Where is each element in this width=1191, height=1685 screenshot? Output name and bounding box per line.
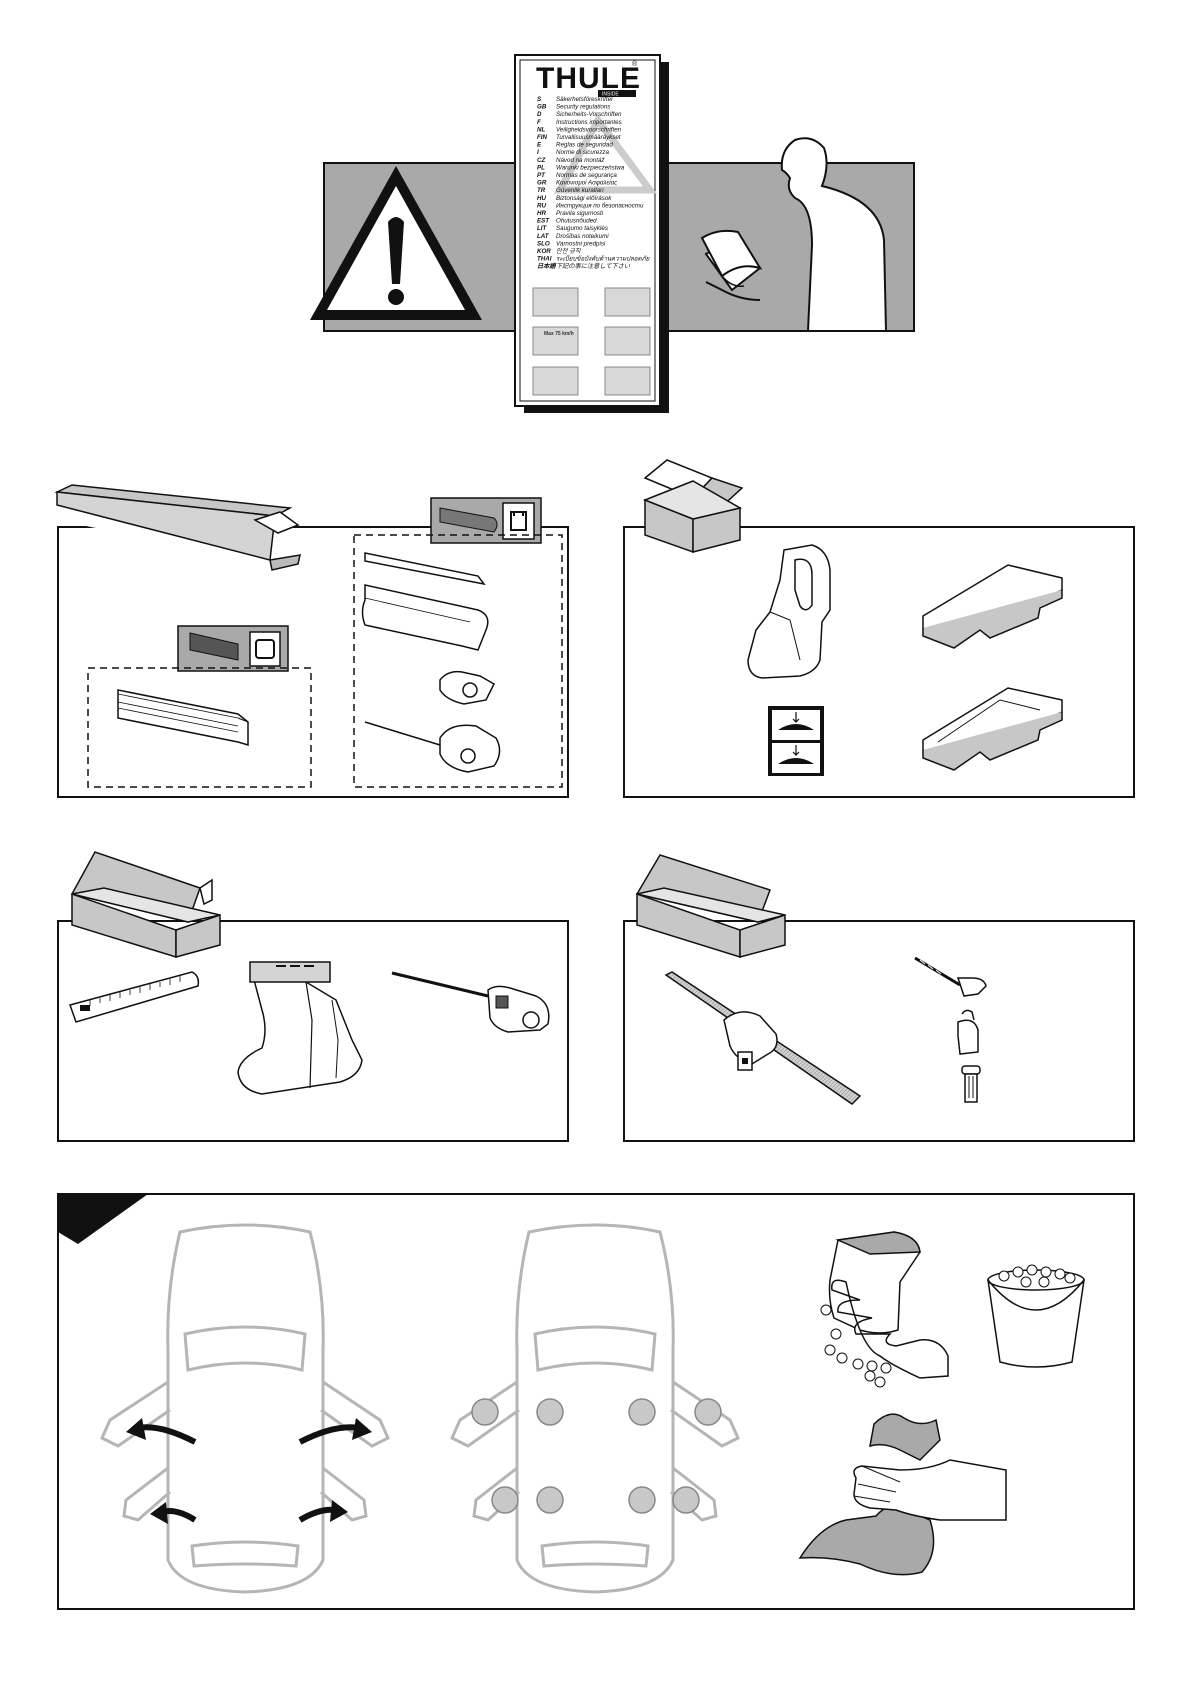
language-title: Säkerhetsföreskrifter	[556, 96, 614, 103]
person-reading-manual-icon	[700, 137, 888, 332]
language-code: CZ	[537, 157, 545, 164]
language-code: KOR	[537, 248, 551, 255]
language-title: Sicherheits-Vorschriften	[556, 111, 622, 118]
language-code: 日本語	[537, 262, 557, 270]
language-title: Reglas de seguridad	[556, 142, 613, 149]
tool-icon	[391, 971, 550, 1033]
step-corner-marker	[58, 1194, 148, 1244]
language-title: Turvallisuusmääräykset	[556, 134, 621, 141]
language-title: Varnostni predpisi	[556, 240, 606, 247]
language-code: F	[537, 119, 541, 126]
language-code: I	[537, 149, 539, 156]
panel-feet-kit	[57, 851, 569, 1142]
contact-point-circles	[471, 1398, 722, 1514]
language-title: Saugumo taisyklės	[556, 225, 608, 232]
water-bucket-icon	[987, 1264, 1085, 1368]
language-title: Biztonsági előírások	[556, 195, 612, 202]
wing-profile-bar-icon	[353, 497, 563, 788]
language-code: EST	[537, 218, 550, 225]
language-title: Security regulations	[556, 104, 610, 111]
language-code: LAT	[537, 233, 550, 240]
registered-mark: ®	[632, 60, 638, 68]
pictogram-sticker-icon	[768, 706, 824, 776]
booklet-warning-watermark	[554, 113, 657, 194]
foot-icon	[237, 961, 363, 1095]
bar-box-icon	[54, 484, 301, 571]
language-title: Κανονισμοί Ασφαλείας	[556, 180, 617, 187]
square-profile-bar-icon	[87, 625, 312, 788]
foot-pad-icon	[747, 544, 831, 679]
measuring-tape-icon	[69, 971, 200, 1023]
clean-with-soap-icon	[820, 1231, 949, 1388]
language-title: Güvenlik kuralları	[556, 187, 604, 194]
language-title: Ohutusnõuded	[556, 218, 597, 225]
language-title: Normas de segurança	[556, 172, 617, 179]
language-code: RU	[537, 202, 546, 209]
language-title: Veiligheidsvoorschriften	[556, 126, 622, 133]
warning-triangle-icon	[310, 166, 482, 320]
language-code: S	[537, 96, 542, 103]
language-code: NL	[537, 126, 545, 133]
language-code: SLO	[537, 240, 550, 247]
parts-box-long-icon	[70, 851, 221, 959]
language-title: Instructions importantes	[556, 119, 622, 126]
language-code: HU	[537, 195, 546, 202]
booklet-thumbnails	[532, 287, 651, 396]
arrow-heads	[126, 1418, 372, 1524]
language-code: LIT	[537, 225, 547, 232]
language-title: Warunki bezpieczeństwa	[556, 164, 625, 171]
parts-box-icon	[642, 459, 744, 554]
dry-with-cloth-icon	[798, 1413, 1007, 1576]
language-title: Pravila sigurnosti	[556, 210, 604, 217]
parts-box-long-icon	[635, 854, 786, 959]
thule-logo: THULE	[536, 62, 641, 95]
booklet-speed-label: Max 75 km/h	[544, 331, 574, 337]
cap-icon	[961, 1065, 981, 1103]
language-title: 안전 규칙	[556, 247, 582, 255]
language-title: 下記の事に注意して下さい	[556, 262, 631, 270]
language-code: PL	[537, 164, 545, 171]
fit-kit-bar-icon	[664, 971, 862, 1105]
language-code: HR	[537, 210, 546, 217]
panel-prepare-car	[57, 1193, 1135, 1610]
language-title: Norme di sicurezza	[556, 149, 610, 156]
rubber-pad-bottom-icon	[922, 687, 1063, 771]
language-title: Инструкция по безопасности	[556, 202, 644, 209]
clamp-icon	[957, 1009, 979, 1055]
panel-fit-kit	[623, 854, 1135, 1142]
panel-foot-pads	[623, 459, 1135, 798]
language-code: FIN	[537, 134, 547, 141]
language-code: E	[537, 142, 542, 149]
language-title: Návod na montáž	[556, 157, 605, 164]
language-title: Drošības noteikumi	[556, 233, 609, 240]
language-code: PT	[537, 172, 546, 179]
bolt-icon	[914, 956, 987, 997]
language-code: THAI	[537, 256, 552, 263]
language-code: GB	[537, 104, 547, 111]
brand-subtitle: INSIDE	[602, 92, 619, 98]
language-code: GR	[537, 180, 547, 187]
rubber-pad-top-icon	[922, 564, 1063, 649]
language-title: ระเบียบข้อบังคับด้านความปลอดภัย	[556, 255, 650, 263]
panel-load-bars	[54, 484, 569, 798]
language-code: TR	[537, 187, 546, 194]
language-code: D	[537, 111, 542, 118]
